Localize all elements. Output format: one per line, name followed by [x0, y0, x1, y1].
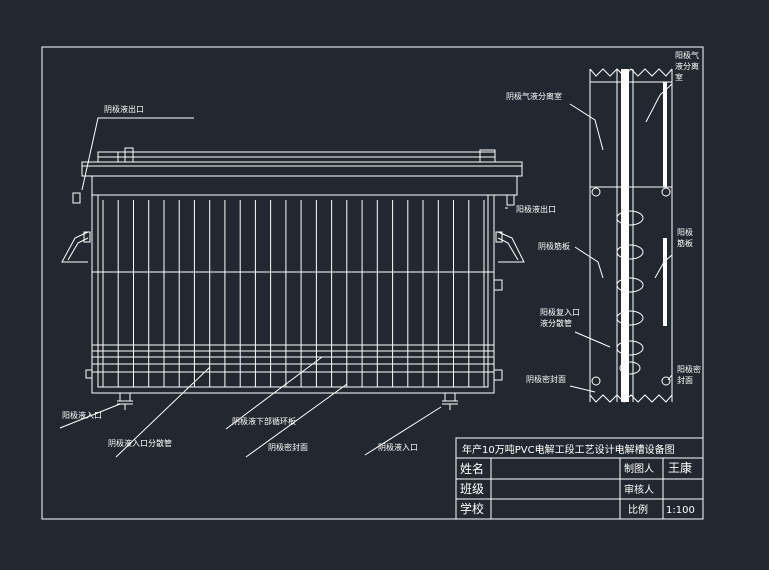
tb-drawer-value: 王康: [668, 460, 692, 475]
tb-class-label: 班级: [460, 482, 484, 496]
cell-body: [91, 194, 495, 394]
label-anode-gas-sep: 阳极气液分离室: [675, 50, 699, 82]
label-cathode-seal-face: 阴极密封面: [526, 374, 566, 384]
side-view: [569, 68, 673, 403]
label-cathode-inlet-dist: 阴极液入口分散管: [108, 438, 172, 448]
label-cathode-outlet: 阴极液出口: [104, 104, 144, 114]
label-cathode-gas-sep: 阴极气液分离室: [506, 91, 562, 101]
label-anode-inlet: 阳极液入口: [62, 410, 102, 420]
title-block-title: 年产10万吨PVC电解工段工艺设计电解槽设备图: [462, 443, 675, 456]
front-view: [61, 147, 525, 410]
tb-scale-label: 比例: [628, 503, 648, 516]
electrode-grid: [102, 200, 485, 387]
tb-school-label: 学校: [460, 501, 484, 516]
label-anode-seal: 阳极密封面: [677, 364, 701, 385]
label-cathode-inlet: 阴极液入口: [378, 442, 418, 452]
leader-lines-front: [59, 117, 508, 458]
tb-reviewer-label: 审核人: [624, 483, 654, 496]
title-block: [455, 437, 704, 520]
tb-drawer-label: 制图人: [624, 462, 654, 475]
label-cathode-plate: 阴极筋板: [538, 241, 570, 251]
label-cathode-seal: 阴极密封面: [268, 442, 308, 452]
label-anode-return-2: 液分散管: [540, 318, 572, 328]
tb-scale-value: 1:100: [666, 505, 695, 516]
tb-name-label: 姓名: [460, 461, 484, 476]
label-anode-return-1: 阳极复入口: [540, 307, 580, 317]
label-cathode-down-circ: 阴极液下部循环板: [232, 416, 296, 426]
drawing-border: [41, 46, 704, 520]
label-anode-outlet: 阳极液出口: [516, 204, 556, 214]
label-anode-plate: 阳极筋板: [677, 227, 693, 248]
